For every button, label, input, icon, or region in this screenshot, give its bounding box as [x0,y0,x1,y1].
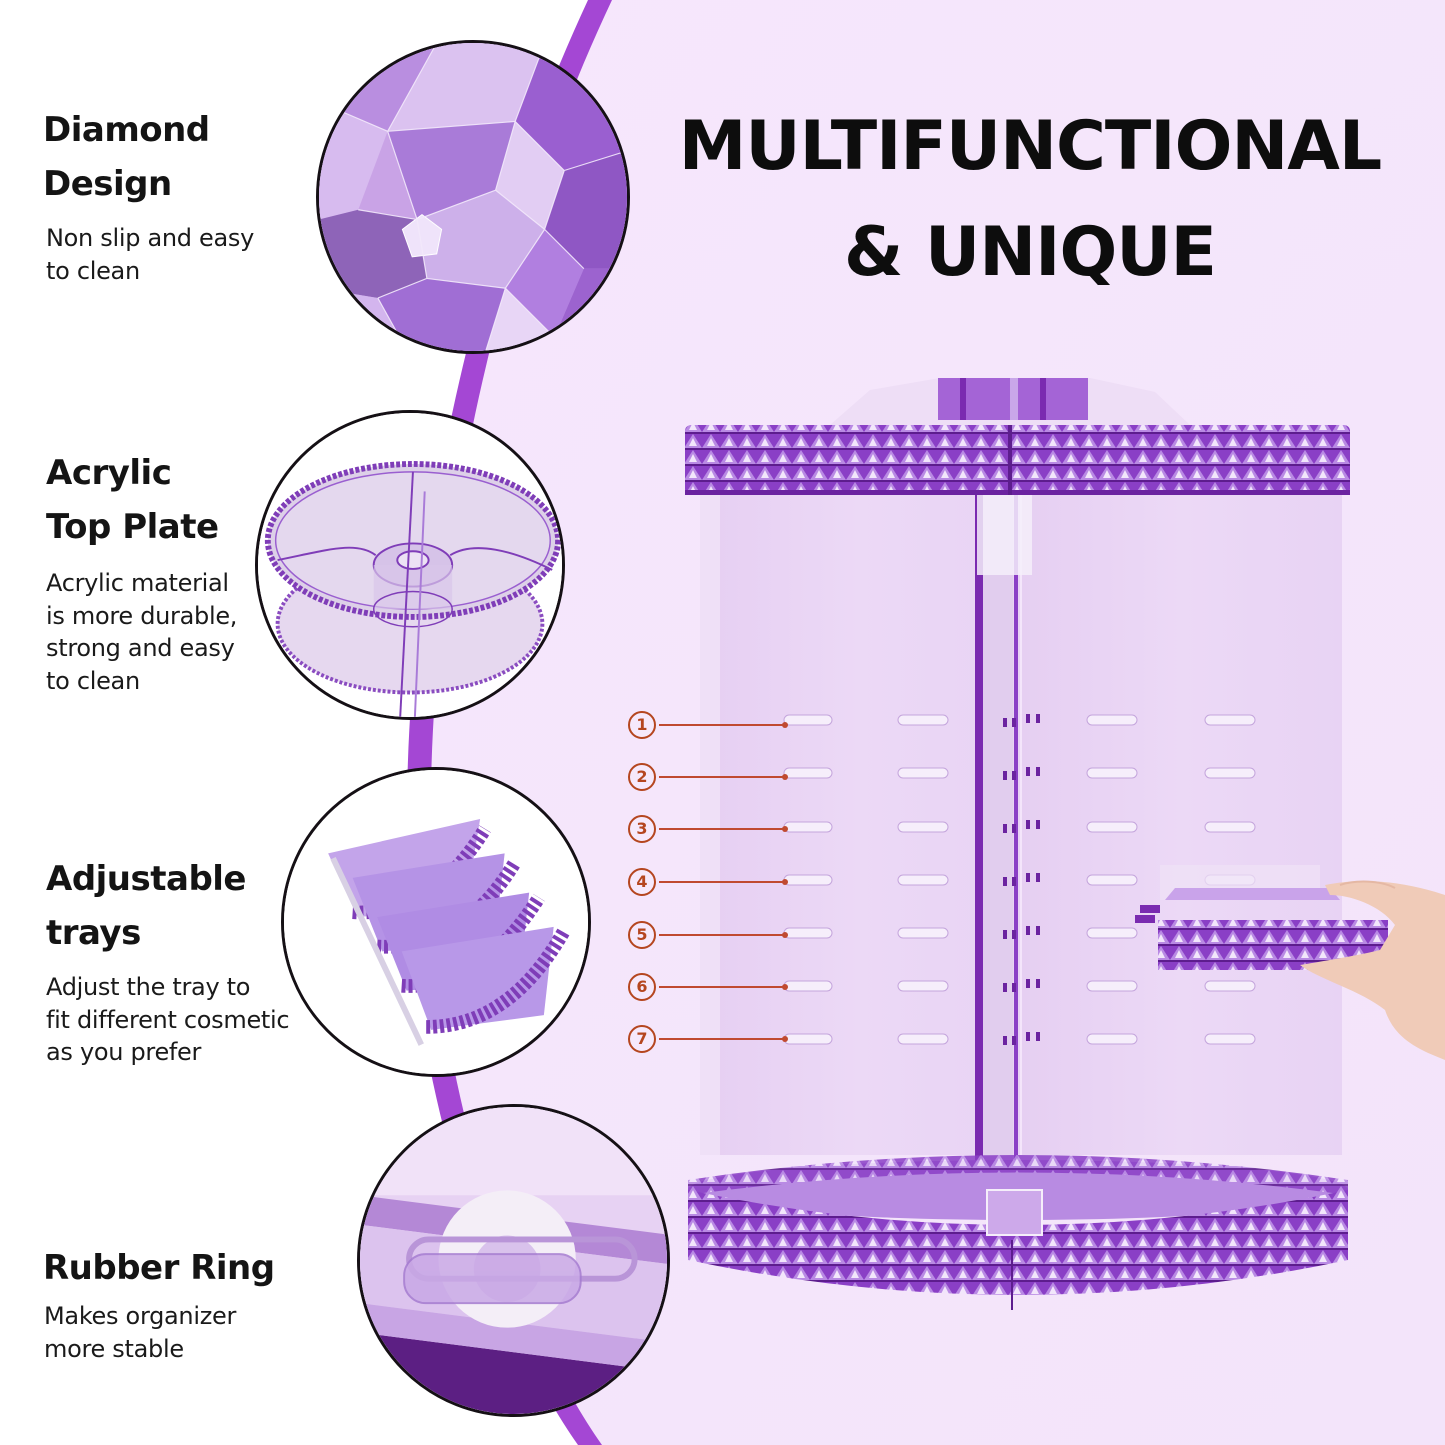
tray-position-7-leader [659,1038,785,1040]
tray-position-5-dot [782,932,788,938]
tray-position-3-dot [782,826,788,832]
stacked-trays-closeup-image [281,767,591,1077]
tray-position-4-badge: 4 [628,868,656,896]
headline-line-2: & UNIQUE [844,213,1217,292]
tray-position-4-dot [782,879,788,885]
tray-position-2-leader [659,776,785,778]
headline: MULTIFUNCTIONAL & UNIQUE [640,102,1420,298]
feature-desc-rubber-ring: Makes organizer more stable [44,1302,237,1363]
tray-position-4-leader [659,881,785,883]
rubber-ring-closeup-image [357,1104,670,1417]
tray-position-2-badge: 2 [628,763,656,791]
tray-position-1-leader [659,724,785,726]
feature-title-acrylic-top-plate: Acrylic Top Plate [46,453,219,547]
tray-position-7-dot [782,1036,788,1042]
tray-position-6-leader [659,986,785,988]
tray-position-3-badge: 3 [628,815,656,843]
feature-title-adjustable-trays: Adjustable trays [46,859,247,953]
tray-position-2-dot [782,774,788,780]
tray-position-7-badge: 7 [628,1025,656,1053]
feature-title-rubber-ring: Rubber Ring [43,1248,275,1288]
tray-position-1-dot [782,722,788,728]
tray-position-3-leader [659,828,785,830]
tray-position-6-dot [782,984,788,990]
acrylic-top-plate-closeup-image [255,410,565,720]
tray-position-5-badge: 5 [628,921,656,949]
tray-position-5-leader [659,934,785,936]
feature-desc-acrylic-top-plate: Acrylic material is more durable, strong… [46,569,238,695]
feature-desc-diamond-design: Non slip and easy to clean [46,224,255,285]
tray-position-1-badge: 1 [628,711,656,739]
headline-line-1: MULTIFUNCTIONAL [678,107,1383,186]
feature-desc-adjustable-trays: Adjust the tray to fit different cosmeti… [46,973,290,1066]
feature-title-diamond-design: Diamond Design [43,110,210,204]
tray-position-6-badge: 6 [628,973,656,1001]
diamond-facet-closeup-image [316,40,630,354]
